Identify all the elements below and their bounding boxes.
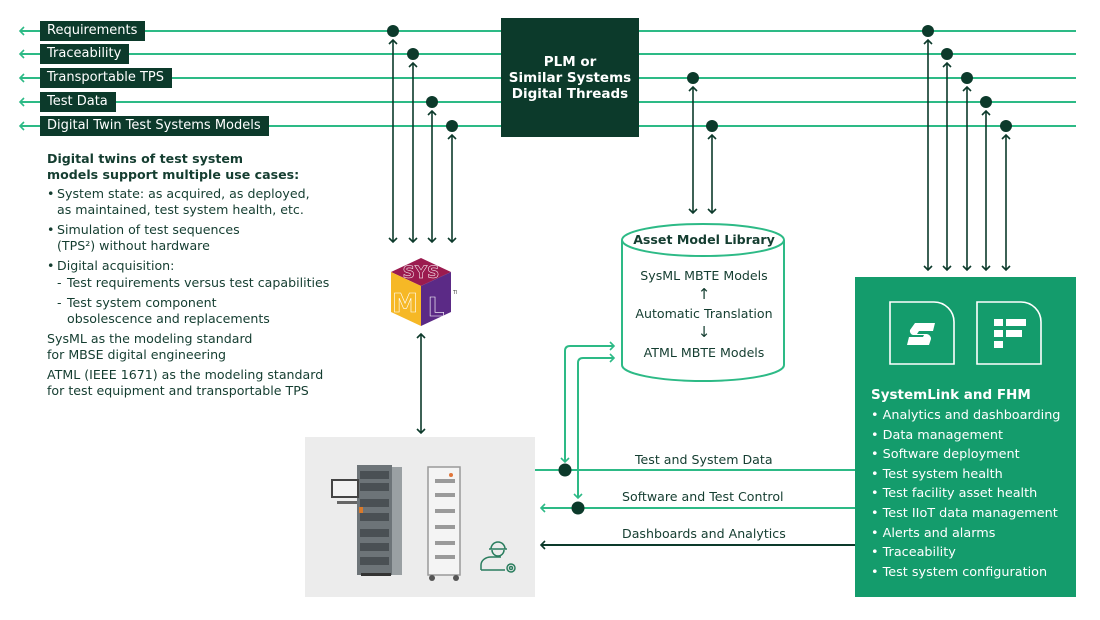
- library-connectors: [688, 85, 717, 215]
- sysml-logo-tm: TM: [452, 290, 457, 296]
- sysml-logo-l: L: [428, 293, 445, 323]
- feature-item: Test facility asset health: [871, 484, 1060, 504]
- asset-library-sysml-models: SysML MBTE Models: [640, 268, 768, 283]
- flow-label-test-data: Test and System Data: [635, 452, 773, 467]
- feature-item: Test system health: [871, 465, 1060, 485]
- sysml-logo-m: M: [392, 289, 418, 319]
- use-case-item: Digital acquisition:: [47, 258, 347, 274]
- feature-item: Traceability: [871, 543, 1060, 563]
- feature-item: Alerts and alarms: [871, 524, 1060, 544]
- digital-twin-description: Digital twins of test system models supp…: [47, 151, 347, 403]
- feature-item: Test IIoT data management: [871, 504, 1060, 524]
- feature-item: Analytics and dashboarding: [871, 406, 1061, 426]
- technician-icon: [480, 541, 516, 573]
- monitor-icon: [331, 479, 359, 498]
- thread-label-digital-twin: Digital Twin Test Systems Models: [40, 116, 269, 136]
- thread-label-requirements: Requirements: [40, 21, 146, 41]
- sysml-standard-note: SysML as the modeling standard for MBSE …: [47, 331, 253, 362]
- down-arrow-icon: ↓: [697, 323, 711, 341]
- sysml-junction-dots: [387, 25, 458, 132]
- use-case-list: System state: as acquired, as deployed, …: [47, 186, 347, 327]
- asset-library-title: Asset Model Library: [633, 232, 775, 247]
- asset-library-cylinder: [621, 223, 785, 382]
- feature-item: Data management: [871, 426, 1060, 446]
- sysml-logo: SYS M L TM: [391, 258, 457, 326]
- systemlink-connectors: [923, 38, 1011, 272]
- gear-icon: [506, 563, 516, 573]
- sysml-connectors: [388, 38, 457, 435]
- sysml-logo-sys: SYS: [403, 263, 440, 283]
- flow-junction-dots: [558, 463, 585, 515]
- thread-label-traceability: Traceability: [40, 44, 130, 64]
- systemlink-feature-list: Analytics and dashboarding Data manageme…: [871, 406, 1061, 583]
- flow-label-dashboards: Dashboards and Analytics: [622, 526, 786, 541]
- thread-label-test-data: Test Data: [40, 92, 116, 112]
- fhm-icon: [976, 301, 1042, 365]
- plm-line-1: PLM or: [543, 53, 597, 70]
- feature-item: Test system configuration: [871, 563, 1060, 583]
- asset-library-translation: Automatic Translation: [635, 306, 773, 321]
- plm-line-3: Digital Threads: [511, 85, 629, 102]
- bottom-flows: [535, 469, 855, 550]
- systemlink-junction-dots: [922, 25, 1012, 132]
- library-equipment-connectors: [560, 341, 616, 500]
- test-equipment-image: [305, 437, 535, 597]
- plm-box: PLM or Similar Systems Digital Threads: [501, 18, 639, 137]
- description-heading: Digital twins of test system models supp…: [47, 151, 300, 182]
- asset-library-atml-models: ATML MBTE Models: [643, 345, 765, 360]
- test-rack-illustration: [331, 465, 516, 581]
- use-case-item: System state: as acquired, as deployed, …: [47, 186, 347, 218]
- systemlink-title: SystemLink and FHM: [871, 387, 1031, 403]
- atml-standard-note: ATML (IEEE 1671) as the modeling standar…: [47, 367, 324, 398]
- up-arrow-icon: ↑: [697, 285, 711, 303]
- use-case-item: Simulation of test sequences (TPS²) with…: [47, 222, 347, 254]
- systemlink-icon: [889, 301, 955, 365]
- plm-line-2: Similar Systems: [508, 69, 632, 86]
- use-case-subitem: Test requirements versus test capabiliti…: [47, 275, 347, 291]
- flow-label-software-control: Software and Test Control: [622, 489, 784, 504]
- thread-label-transportable-tps: Transportable TPS: [40, 68, 172, 88]
- use-case-subitem: Test system component obsolescence and r…: [47, 295, 347, 327]
- feature-item: Software deployment: [871, 445, 1060, 465]
- library-junction-dots: [687, 72, 718, 132]
- systemlink-fhm-panel: SystemLink and FHM Analytics and dashboa…: [855, 277, 1076, 597]
